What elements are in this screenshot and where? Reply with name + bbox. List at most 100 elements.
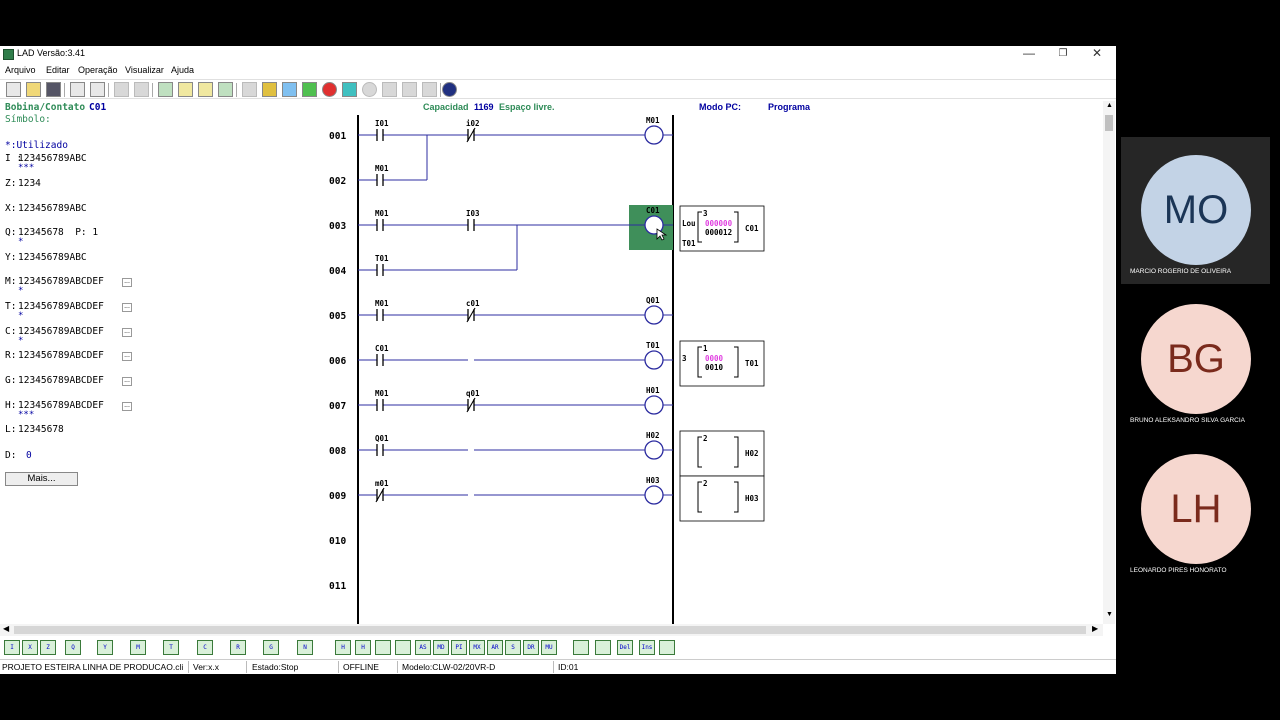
more-devices-button[interactable]: ...	[122, 328, 132, 337]
instruction-button[interactable]: Y	[97, 640, 113, 655]
menu-arquivo[interactable]: Arquivo	[5, 65, 36, 75]
coil-h01[interactable]: H01	[644, 386, 664, 415]
more-devices-button[interactable]: ...	[122, 303, 132, 312]
participant-tile[interactable]: LH LEONARDO PIRES HONORATO	[1121, 436, 1270, 583]
open-folder-icon[interactable]	[26, 82, 41, 97]
more-devices-button[interactable]: ...	[122, 278, 132, 287]
rung-number: 009	[329, 491, 346, 502]
close-button[interactable]: ✕	[1091, 46, 1103, 60]
menu-visualizar[interactable]: Visualizar	[125, 65, 164, 75]
instruction-button[interactable]: PI	[451, 640, 467, 655]
contact-i01-no[interactable]: I01	[375, 119, 389, 141]
coil-c01[interactable]: C01	[644, 206, 664, 235]
instruction-button[interactable]	[573, 640, 589, 655]
read-icon[interactable]	[382, 82, 397, 97]
instruction-button[interactable]: N	[297, 640, 313, 655]
contact-c01-nc[interactable]: c01	[466, 299, 480, 323]
export-icon[interactable]	[422, 82, 437, 97]
instruction-button[interactable]: Q	[65, 640, 81, 655]
instruction-button[interactable]: AR	[487, 640, 503, 655]
contact-m01-nc[interactable]: m01	[375, 479, 389, 503]
chart-view-icon[interactable]	[198, 82, 213, 97]
svg-text:Lou: Lou	[682, 219, 696, 228]
contact-t01-no[interactable]: T01	[375, 254, 389, 276]
instruction-button[interactable]: Del	[617, 640, 633, 655]
instruction-button[interactable]: H	[355, 640, 371, 655]
more-devices-button[interactable]: ...	[122, 377, 132, 386]
contact-m01-no[interactable]: M01	[375, 164, 389, 186]
more-devices-button[interactable]: ...	[122, 352, 132, 361]
monitor-icon[interactable]	[218, 82, 233, 97]
write-icon[interactable]	[342, 82, 357, 97]
horizontal-scroll-thumb[interactable]	[14, 626, 1086, 634]
instruction-button[interactable]: M	[130, 640, 146, 655]
instruction-button[interactable]: Z	[40, 640, 56, 655]
run-icon[interactable]	[302, 82, 317, 97]
contact-m01-no[interactable]: M01	[375, 389, 389, 411]
coil-h02[interactable]: H02	[644, 431, 664, 460]
contact-i02-nc[interactable]: i02	[466, 119, 480, 143]
instruction-button[interactable]: X	[22, 640, 38, 655]
contact-m01-no[interactable]: M01	[375, 209, 389, 231]
instruction-button[interactable]: T	[163, 640, 179, 655]
instruction-button[interactable]	[375, 640, 391, 655]
vertical-scroll-thumb[interactable]	[1105, 115, 1113, 131]
save-icon[interactable]	[46, 82, 61, 97]
participant-tile[interactable]: MO MARCIO ROGERIO DE OLIVEIRA	[1121, 137, 1270, 284]
instruction-button[interactable]: G	[263, 640, 279, 655]
vertical-scrollbar[interactable]: ▲ ▼	[1103, 101, 1115, 624]
new-file-icon[interactable]	[6, 82, 21, 97]
instruction-button[interactable]: AS	[415, 640, 431, 655]
instruction-button[interactable]	[659, 640, 675, 655]
instruction-button[interactable]: H	[335, 640, 351, 655]
mais-button[interactable]: Mais...	[5, 472, 78, 486]
print-icon[interactable]	[402, 82, 417, 97]
stop-icon[interactable]	[322, 82, 337, 97]
menu-editar[interactable]: Editar	[46, 65, 70, 75]
coil-q01[interactable]: Q01	[644, 296, 664, 325]
instruction-button[interactable]: MD	[433, 640, 449, 655]
undo-icon[interactable]	[114, 82, 129, 97]
contact-c01-no[interactable]: C01	[375, 344, 389, 366]
table-view-icon[interactable]	[178, 82, 193, 97]
instruction-button[interactable]: C	[197, 640, 213, 655]
tools-icon[interactable]	[282, 82, 297, 97]
connect-icon[interactable]	[262, 82, 277, 97]
contact-i03-no[interactable]: I03	[466, 209, 480, 231]
contact-q01-nc[interactable]: q01	[466, 389, 480, 413]
coil-t01[interactable]: T01	[644, 341, 664, 370]
record-icon[interactable]	[362, 82, 377, 97]
more-devices-button[interactable]: ...	[122, 402, 132, 411]
copy-icon[interactable]	[90, 82, 105, 97]
instruction-button[interactable]: Ins	[639, 640, 655, 655]
contact-q01-no[interactable]: Q01	[375, 434, 389, 456]
minimize-button[interactable]: —	[1023, 46, 1035, 60]
instruction-button[interactable]: I	[4, 640, 20, 655]
contact-m01-no[interactable]: M01	[375, 299, 389, 321]
cut-icon[interactable]	[70, 82, 85, 97]
instruction-button[interactable]: R	[230, 640, 246, 655]
maximize-button[interactable]: ❐	[1058, 48, 1068, 59]
instruction-button[interactable]: MX	[469, 640, 485, 655]
help-icon[interactable]	[442, 82, 457, 97]
instruction-button[interactable]	[595, 640, 611, 655]
device-row-label: Y:	[5, 252, 17, 263]
coil-h03[interactable]: H03	[644, 476, 664, 505]
participant-tile[interactable]: BG BRUNO ALEKSANDRO SILVA GARCIA	[1121, 286, 1270, 433]
instruction-button[interactable]	[395, 640, 411, 655]
coil-m01[interactable]: M01	[644, 116, 664, 145]
menu-operacao[interactable]: Operação	[78, 65, 118, 75]
instruction-button[interactable]: MU	[541, 640, 557, 655]
redo-icon[interactable]	[134, 82, 149, 97]
menu-ajuda[interactable]: Ajuda	[171, 65, 195, 75]
instruction-button[interactable]: DR	[523, 640, 539, 655]
instruction-button[interactable]: S	[505, 640, 521, 655]
horizontal-scrollbar[interactable]: ◀ ▶	[0, 624, 1103, 636]
ladder-view-icon[interactable]	[158, 82, 173, 97]
settings-icon[interactable]	[242, 82, 257, 97]
